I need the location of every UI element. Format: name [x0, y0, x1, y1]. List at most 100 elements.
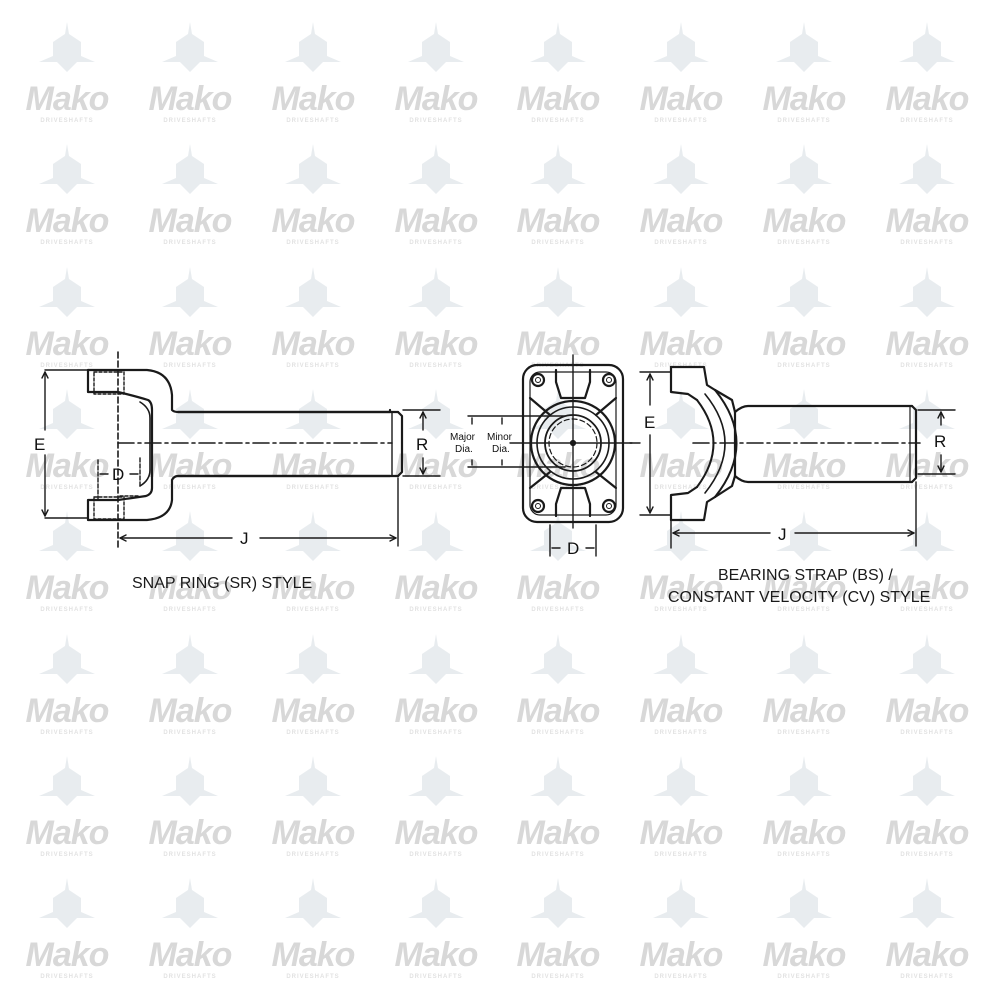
shark-fin-icon	[776, 144, 832, 194]
watermark-brand: Mako	[271, 936, 356, 974]
watermark-brand: Mako	[394, 692, 479, 730]
watermark-brand: Mako	[25, 692, 110, 730]
watermark-brand: Mako	[148, 936, 233, 974]
shark-fin-icon	[285, 756, 341, 806]
watermark-subtitle: DRIVESHAFTS	[286, 363, 340, 369]
watermark-brand: Mako	[271, 569, 356, 607]
watermark-subtitle: DRIVESHAFTS	[286, 240, 340, 246]
watermark-subtitle: DRIVESHAFTS	[286, 974, 340, 980]
watermark-brand: Mako	[516, 814, 601, 852]
shark-fin-icon	[899, 756, 955, 806]
shark-fin-icon	[39, 511, 95, 561]
watermark-subtitle: DRIVESHAFTS	[409, 974, 463, 980]
watermark-brand: Mako	[885, 569, 970, 607]
shark-fin-icon	[408, 389, 464, 439]
shark-fin-icon	[776, 389, 832, 439]
bearing-strap-caption-line1: BEARING STRAP (BS) /	[718, 567, 893, 584]
shark-fin-icon	[39, 878, 95, 928]
shark-fin-icon	[285, 22, 341, 72]
shark-fin-icon	[899, 511, 955, 561]
watermark-brand: Mako	[885, 447, 970, 485]
watermark-subtitle: DRIVESHAFTS	[900, 118, 954, 124]
watermark-subtitle: DRIVESHAFTS	[777, 852, 831, 858]
watermark-brand: Mako	[25, 80, 110, 118]
watermark-brand: Mako	[885, 325, 970, 363]
watermark-subtitle: DRIVESHAFTS	[409, 240, 463, 246]
watermark-subtitle: DRIVESHAFTS	[654, 485, 708, 491]
watermark-subtitle: DRIVESHAFTS	[900, 974, 954, 980]
bearing-strap-yoke-drawing	[629, 365, 956, 549]
shark-fin-icon	[776, 22, 832, 72]
watermark-brand: Mako	[271, 447, 356, 485]
watermark-brand: Mako	[25, 936, 110, 974]
shark-fin-icon	[899, 389, 955, 439]
shark-fin-icon	[530, 634, 586, 684]
watermark-subtitle: DRIVESHAFTS	[286, 118, 340, 124]
shark-fin-icon	[776, 756, 832, 806]
shark-fin-icon	[285, 389, 341, 439]
watermark-brand: Mako	[639, 569, 724, 607]
watermark-subtitle: DRIVESHAFTS	[163, 363, 217, 369]
watermark-subtitle: DRIVESHAFTS	[286, 730, 340, 736]
shark-fin-icon	[653, 511, 709, 561]
watermark-brand: Mako	[25, 325, 110, 363]
watermark-brand: Mako	[25, 202, 110, 240]
watermark-brand: Mako	[516, 202, 601, 240]
watermark-subtitle: DRIVESHAFTS	[531, 240, 585, 246]
shark-fin-icon	[776, 267, 832, 317]
watermark-subtitle: DRIVESHAFTS	[40, 730, 94, 736]
shark-fin-icon	[408, 267, 464, 317]
watermark-subtitle: DRIVESHAFTS	[163, 485, 217, 491]
watermark-subtitle: DRIVESHAFTS	[900, 485, 954, 491]
shark-fin-icon	[162, 22, 218, 72]
watermark-subtitle: DRIVESHAFTS	[40, 607, 94, 613]
watermark-subtitle: DRIVESHAFTS	[900, 852, 954, 858]
watermark-brand: Mako	[639, 936, 724, 974]
shark-fin-icon	[162, 634, 218, 684]
minor-label: Minor	[487, 432, 513, 443]
watermark-brand: Mako	[516, 325, 601, 363]
watermark-brand: Mako	[25, 814, 110, 852]
shark-fin-icon	[162, 511, 218, 561]
shark-fin-icon	[162, 878, 218, 928]
watermark-brand: Mako	[25, 569, 110, 607]
watermark-subtitle: DRIVESHAFTS	[777, 363, 831, 369]
watermark-subtitle: DRIVESHAFTS	[654, 607, 708, 613]
shark-fin-icon	[899, 22, 955, 72]
watermark-subtitle: DRIVESHAFTS	[531, 974, 585, 980]
watermark-subtitle: DRIVESHAFTS	[40, 974, 94, 980]
watermark-brand: Mako	[394, 80, 479, 118]
watermark-subtitle: DRIVESHAFTS	[286, 485, 340, 491]
watermark-subtitle: DRIVESHAFTS	[40, 363, 94, 369]
watermark-brand: Mako	[271, 202, 356, 240]
watermark-subtitle: DRIVESHAFTS	[409, 730, 463, 736]
watermark-subtitle: DRIVESHAFTS	[409, 607, 463, 613]
watermark-brand: Mako	[639, 814, 724, 852]
watermark-subtitle: DRIVESHAFTS	[409, 852, 463, 858]
watermark-brand: Mako	[639, 80, 724, 118]
watermark-subtitle: DRIVESHAFTS	[777, 118, 831, 124]
